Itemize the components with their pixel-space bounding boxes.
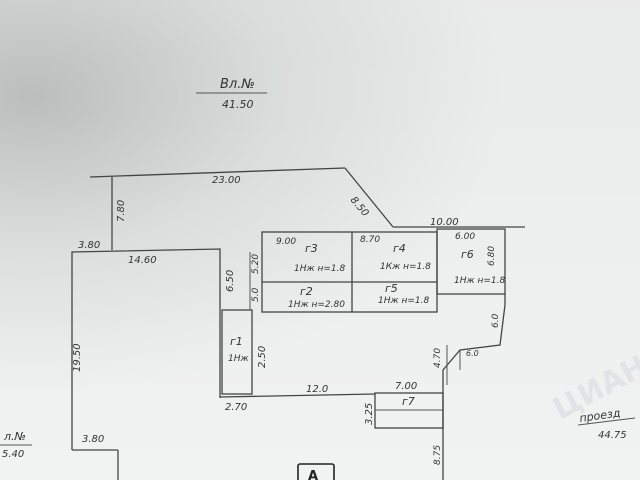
dim-5-0: 5.0 [251, 287, 261, 302]
label-proezd-underline [577, 417, 636, 426]
dim-7-80: 7.80 [116, 200, 127, 222]
dim-8-70: 8.70 [360, 235, 380, 245]
building-g1-title: г1 [230, 335, 243, 348]
dim-3-25: 3.25 [364, 403, 375, 425]
right-boundary-line [442, 293, 506, 480]
dim-6-80: 6.80 [487, 246, 497, 266]
label-vl-left-value: 5.40 [2, 449, 24, 460]
garage-g6-title: г6 [461, 248, 474, 261]
dim-12-0: 12.0 [306, 384, 328, 395]
garage-g3-sub: 1Нж н=1.8 [294, 264, 345, 274]
bottom-boundary-line [219, 393, 376, 398]
main-house-outline [71, 248, 221, 450]
building-g7-title: г7 [402, 395, 415, 408]
garage-g2-sub: 1Нж н=2.80 [288, 300, 345, 310]
dim-4-70: 4.70 [433, 348, 443, 368]
dim-2-50: 2.50 [257, 346, 268, 368]
dim-5-20: 5.20 [251, 254, 261, 274]
dimension-ticks [249, 252, 448, 385]
building-g1 [221, 309, 253, 395]
dim-3-80-top: 3.80 [78, 240, 100, 251]
dim-10-00: 10.00 [430, 217, 459, 228]
dim-3-80-bottom: 3.80 [82, 434, 104, 445]
garage-g4-title: г4 [393, 242, 406, 255]
label-proezd: проезд [579, 406, 622, 425]
garage-g4-sub: 1Кж н=1.8 [380, 262, 431, 272]
dim-8-75: 8.75 [433, 445, 443, 465]
dim-2-70: 2.70 [225, 402, 247, 413]
label-proezd-value: 44.75 [598, 430, 627, 441]
garage-g6-sub: 1Нж н=1.8 [454, 276, 505, 286]
dim-19-50: 19.50 [72, 343, 83, 372]
top-boundary-line [89, 167, 346, 178]
garage-g5-sub: 1Нж н=1.8 [378, 296, 429, 306]
garage-g6 [436, 228, 506, 295]
dim-6-50: 6.50 [225, 270, 236, 292]
dim-23-00: 23.00 [212, 175, 241, 186]
dim-9-00: 9.00 [276, 237, 296, 247]
dim-7-00: 7.00 [395, 381, 417, 392]
dim-6-0: 6.0 [491, 313, 501, 328]
dim-6-00: 6.00 [455, 232, 475, 242]
marker-a-label: А [308, 469, 318, 480]
garage-g2-title: г2 [300, 285, 313, 298]
dim-6-0-small: 6.0 [466, 349, 479, 358]
garage-g5-title: г5 [385, 282, 398, 295]
label-vl-top-value: 41.50 [222, 98, 254, 111]
label-vl-left: л.№ [3, 430, 26, 443]
garage-g3-title: г3 [305, 242, 318, 255]
label-vl-top: Вл.№ [220, 77, 255, 92]
diagonal-boundary-line [344, 167, 394, 228]
building-g1-sub: 1Нж [228, 354, 249, 364]
marker-a-box [297, 463, 335, 480]
dim-8-50: 8.50 [348, 195, 371, 219]
dim-14-60: 14.60 [128, 255, 157, 266]
